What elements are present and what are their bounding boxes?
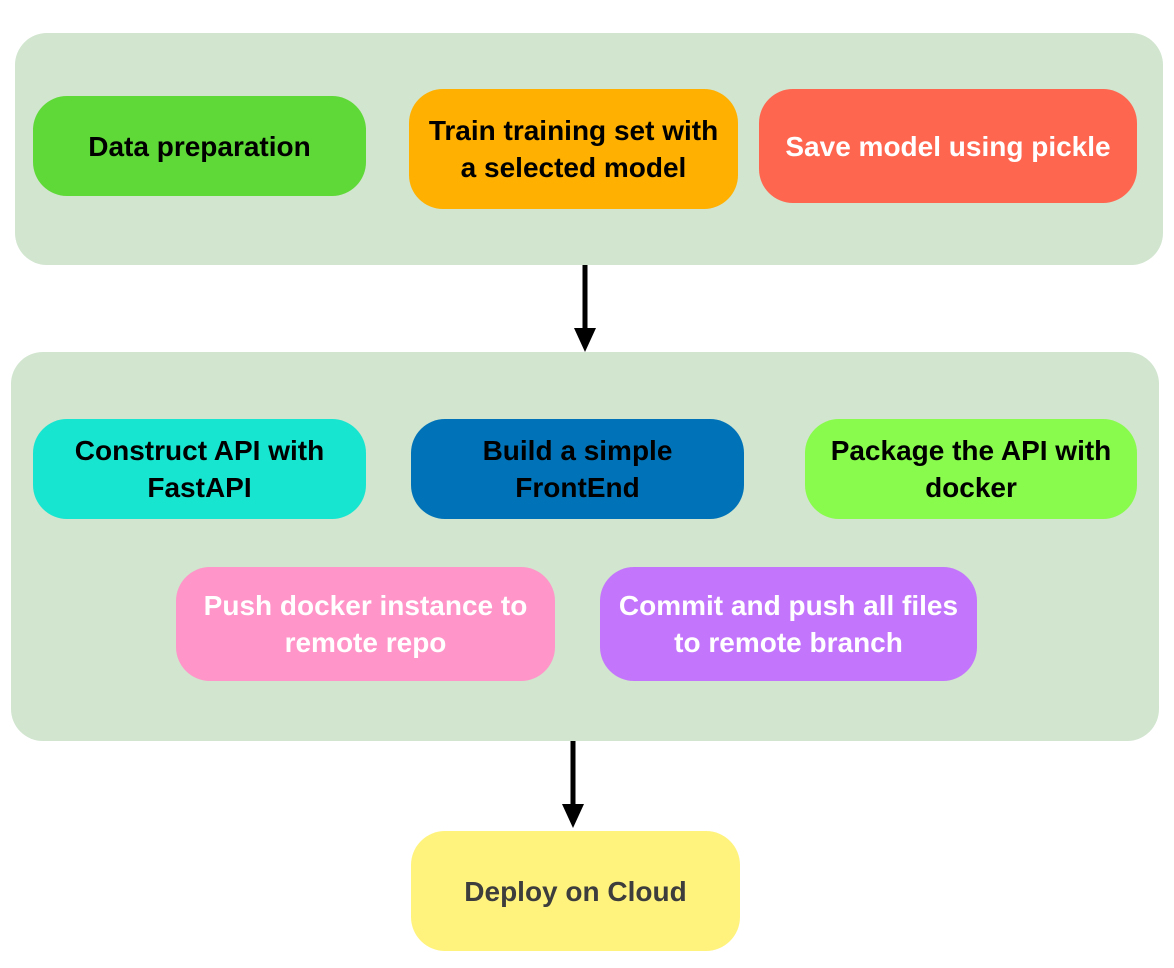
package-docker-node: Package the API with docker (805, 419, 1137, 519)
data-preparation-node: Data preparation (33, 96, 366, 196)
commit-push-node: Commit and push all files to remote bran… (600, 567, 977, 681)
save-model-node: Save model using pickle (759, 89, 1137, 203)
construct-api-label: Construct API with FastAPI (74, 435, 325, 503)
arrow-stage-1-to-stage-2 (574, 265, 596, 352)
build-frontend-node: Build a simple FrontEnd (411, 419, 744, 519)
construct-api-node: Construct API with FastAPI (33, 419, 366, 519)
arrow-stage-2-to-deploy (562, 741, 584, 828)
train-model-label: Train training set with a selected model (428, 115, 719, 183)
commit-push-label: Commit and push all files to remote bran… (618, 590, 959, 658)
data-preparation-label: Data preparation (88, 130, 311, 162)
deploy-cloud-node: Deploy on Cloud (411, 831, 740, 951)
save-model-label: Save model using pickle (785, 130, 1111, 162)
train-model-node: Train training set with a selected model (409, 89, 738, 209)
push-docker-label: Push docker instance to remote repo (203, 590, 528, 658)
build-frontend-label: Build a simple FrontEnd (482, 435, 673, 503)
package-docker-label: Package the API with docker (830, 435, 1112, 503)
push-docker-node: Push docker instance to remote repo (176, 567, 555, 681)
deploy-cloud-label: Deploy on Cloud (464, 875, 687, 907)
